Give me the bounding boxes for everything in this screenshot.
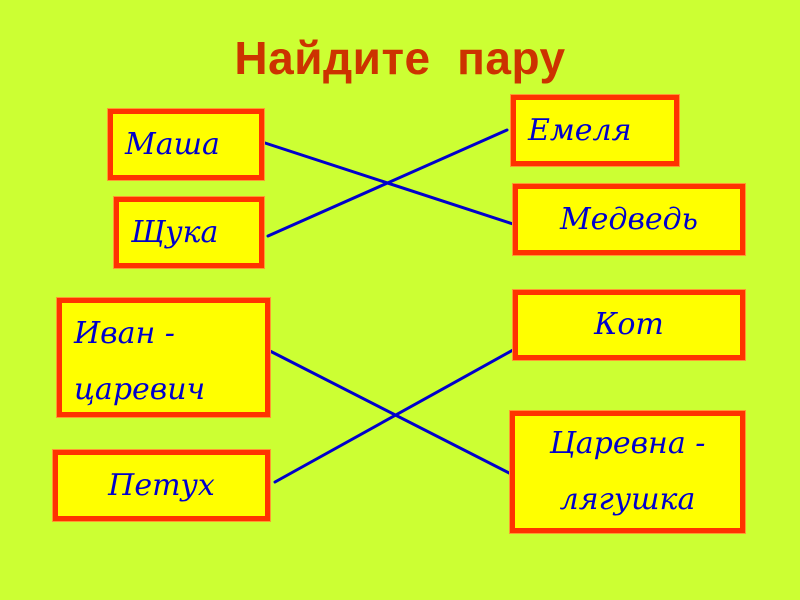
connector-ivan-tsarevna <box>266 348 515 477</box>
connector-masha-medved <box>260 140 515 226</box>
card-label: Петух <box>108 467 215 503</box>
card-label: Емеля <box>528 112 632 148</box>
slide-title: Найдите пару <box>234 32 566 84</box>
card-label: Кот <box>594 307 664 342</box>
card-petukh[interactable]: Петух <box>53 450 270 521</box>
card-tsarevna-lyagushka[interactable]: Царевна - лягушка <box>510 411 745 533</box>
card-masha[interactable]: Маша <box>108 109 264 180</box>
card-kot[interactable]: Кот <box>513 290 745 360</box>
card-shchuka[interactable]: Щука <box>114 197 264 268</box>
card-label: Царевна - лягушка <box>549 426 706 517</box>
card-ivan-tsarevich[interactable]: Иван - царевич <box>57 298 270 417</box>
card-label: Маша <box>125 126 220 162</box>
connector-petukh-kot <box>273 348 515 484</box>
card-label: Иван - царевич <box>74 316 206 407</box>
card-emelya[interactable]: Емеля <box>511 95 679 166</box>
card-label: Щука <box>131 214 219 250</box>
card-medved[interactable]: Медведь <box>513 184 745 255</box>
card-label: Медведь <box>559 201 699 237</box>
connector-shchuka-emelya <box>266 128 509 238</box>
